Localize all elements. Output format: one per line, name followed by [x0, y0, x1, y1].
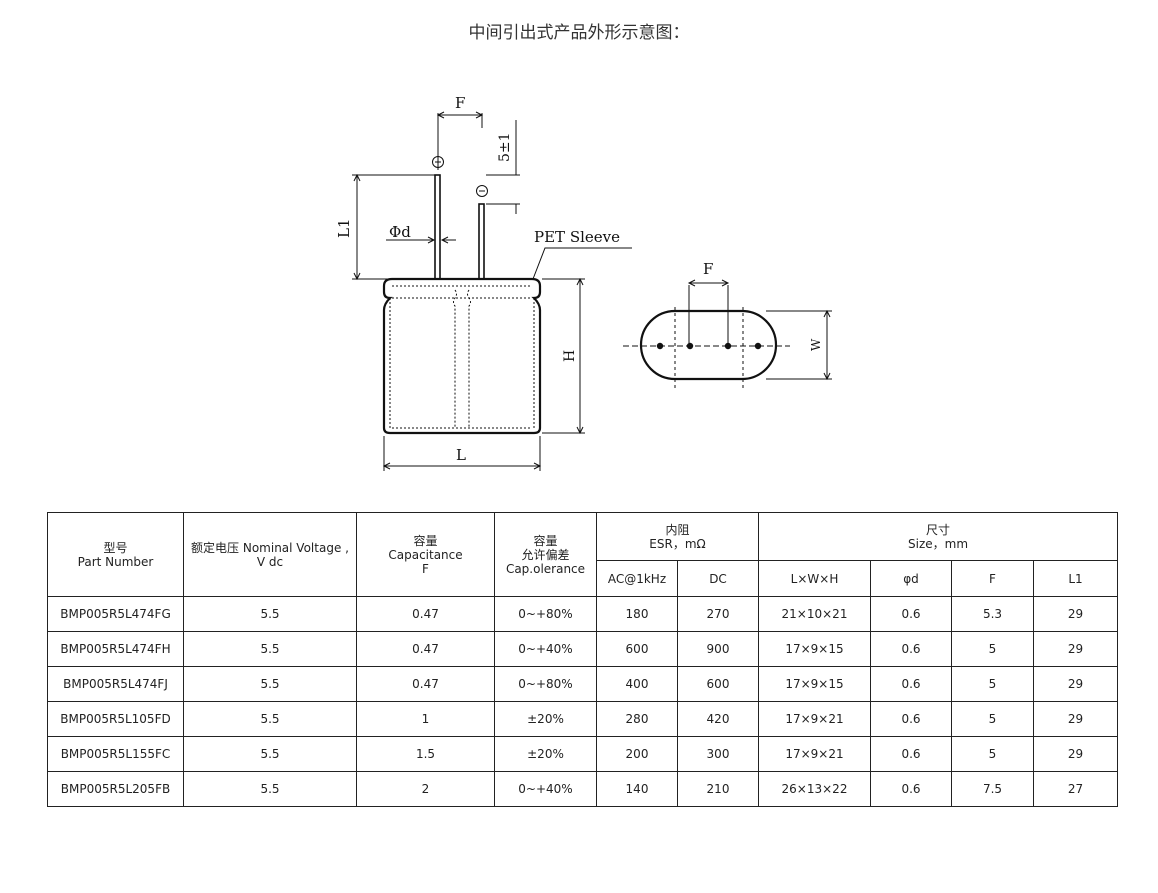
- cell-part: BMP005R5L474FJ: [47, 666, 184, 702]
- cell-l1: 29: [1032, 596, 1119, 632]
- header-part-number: 型号 Part Number: [47, 512, 184, 597]
- table-row: BMP005R5L105FD 5.5 1 ±20% 280 420 17×9×2…: [47, 701, 1119, 737]
- cell-cap: 0.47: [356, 631, 495, 667]
- cell-size: 17×9×21: [758, 701, 871, 737]
- cell-voltage: 5.5: [183, 596, 357, 632]
- table-row: BMP005R5L474FH 5.5 0.47 0~+40% 600 900 1…: [47, 631, 1119, 667]
- cell-phid: 0.6: [870, 771, 952, 807]
- cell-part: BMP005R5L155FC: [47, 736, 184, 772]
- cell-ac: 600: [596, 631, 678, 667]
- dim-label-5pm1: 5±1: [497, 132, 513, 162]
- table-row: BMP005R5L155FC 5.5 1.5 ±20% 200 300 17×9…: [47, 736, 1119, 772]
- dim-label-w: W: [809, 338, 823, 351]
- cell-voltage: 5.5: [183, 701, 357, 737]
- cell-l1: 29: [1032, 631, 1119, 667]
- table-row: BMP005R5L474FG 5.5 0.47 0~+80% 180 270 2…: [47, 596, 1119, 632]
- cell-phid: 0.6: [870, 736, 952, 772]
- cell-f: 5: [951, 736, 1034, 772]
- capacitor-outline-drawing: F 5±1 L1 Φd PET Sleeve H L F W: [335, 94, 832, 471]
- dim-label-phid: Φd: [389, 223, 411, 241]
- header-l1: L1: [1032, 560, 1119, 597]
- cell-phid: 0.6: [870, 631, 952, 667]
- cell-tol: ±20%: [494, 701, 597, 737]
- cell-ac: 140: [596, 771, 678, 807]
- header-size: 尺寸 Size，mm: [757, 512, 1119, 561]
- cell-f: 5: [951, 631, 1034, 667]
- cell-voltage: 5.5: [183, 771, 357, 807]
- spec-table: 型号 Part Number 额定电压 Nominal Voltage , V …: [47, 512, 1119, 807]
- cell-size: 26×13×22: [758, 771, 871, 807]
- cell-tol: 0~+80%: [494, 596, 597, 632]
- cell-l1: 29: [1032, 666, 1119, 702]
- cell-l1: 29: [1032, 701, 1119, 737]
- header-phid: φd: [870, 560, 952, 597]
- header-voltage: 额定电压 Nominal Voltage , V dc: [183, 512, 357, 597]
- cell-tol: 0~+40%: [494, 631, 597, 667]
- cell-dc: 210: [677, 771, 759, 807]
- cell-dc: 900: [677, 631, 759, 667]
- cell-part: BMP005R5L474FG: [47, 596, 184, 632]
- cell-phid: 0.6: [870, 701, 952, 737]
- table-row: BMP005R5L474FJ 5.5 0.47 0~+80% 400 600 1…: [47, 666, 1119, 702]
- cell-f: 5: [951, 666, 1034, 702]
- dim-label-f-top: F: [703, 260, 713, 278]
- cell-part: BMP005R5L205FB: [47, 771, 184, 807]
- header-lwh: L×W×H: [758, 560, 871, 597]
- cell-size: 17×9×21: [758, 736, 871, 772]
- cell-dc: 300: [677, 736, 759, 772]
- cell-cap: 1: [356, 701, 495, 737]
- cell-dc: 420: [677, 701, 759, 737]
- cell-part: BMP005R5L105FD: [47, 701, 184, 737]
- cell-voltage: 5.5: [183, 631, 357, 667]
- cell-tol: 0~+80%: [494, 666, 597, 702]
- header-ac: AC@1kHz: [596, 560, 678, 597]
- cell-ac: 180: [596, 596, 678, 632]
- cell-size: 17×9×15: [758, 666, 871, 702]
- dim-label-f: F: [455, 94, 465, 112]
- cell-l1: 27: [1032, 771, 1119, 807]
- cell-l1: 29: [1032, 736, 1119, 772]
- page-title: 中间引出式产品外形示意图：: [468, 23, 690, 43]
- cell-ac: 280: [596, 701, 678, 737]
- cell-dc: 600: [677, 666, 759, 702]
- header-f: F: [951, 560, 1034, 597]
- dim-label-l: L: [456, 446, 466, 464]
- cell-size: 17×9×15: [758, 631, 871, 667]
- cell-voltage: 5.5: [183, 736, 357, 772]
- dim-label-l1: L1: [335, 218, 353, 238]
- dim-label-h: H: [562, 350, 578, 362]
- cell-phid: 0.6: [870, 596, 952, 632]
- header-capacitance: 容量 Capacitance F: [356, 512, 495, 597]
- table-row: BMP005R5L205FB 5.5 2 0~+40% 140 210 26×1…: [47, 771, 1119, 807]
- cell-f: 5.3: [951, 596, 1034, 632]
- header-dc: DC: [677, 560, 759, 597]
- cell-ac: 400: [596, 666, 678, 702]
- cell-size: 21×10×21: [758, 596, 871, 632]
- cell-part: BMP005R5L474FH: [47, 631, 184, 667]
- cell-cap: 0.47: [356, 596, 495, 632]
- cell-cap: 0.47: [356, 666, 495, 702]
- header-esr: 内阻 ESR，mΩ: [596, 512, 759, 561]
- cell-f: 7.5: [951, 771, 1034, 807]
- cell-ac: 200: [596, 736, 678, 772]
- pet-sleeve-label: PET Sleeve: [534, 228, 620, 246]
- cell-dc: 270: [677, 596, 759, 632]
- cell-cap: 1.5: [356, 736, 495, 772]
- cell-tol: 0~+40%: [494, 771, 597, 807]
- cell-tol: ±20%: [494, 736, 597, 772]
- cell-cap: 2: [356, 771, 495, 807]
- cell-voltage: 5.5: [183, 666, 357, 702]
- cell-phid: 0.6: [870, 666, 952, 702]
- header-tolerance: 容量 允许偏差 Cap.olerance: [494, 512, 597, 597]
- cell-f: 5: [951, 701, 1034, 737]
